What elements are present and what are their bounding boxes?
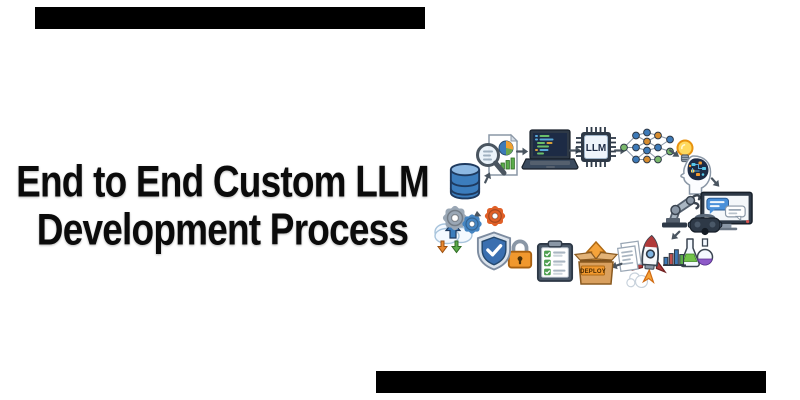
bottom-accent-bar — [376, 371, 766, 393]
vr-headset-icon — [687, 213, 723, 236]
deploy-label: DEPLOY — [580, 269, 606, 275]
documents-icon — [616, 240, 642, 273]
code-laptop-icon — [521, 129, 579, 170]
gear-blue-icon — [452, 204, 472, 224]
deploy-box-icon: DEPLOY — [573, 240, 619, 285]
neural-network-icon — [620, 128, 674, 164]
title-line-1: End to End Custom LLM — [16, 156, 430, 206]
robot-arm-icon — [662, 194, 701, 228]
shield-check-icon — [476, 231, 512, 271]
page-title: End to End Custom LLM Development Proces… — [15, 156, 430, 254]
llm-process-loop-diagram: LLM — [430, 108, 780, 298]
ai-head-icon — [680, 155, 712, 195]
checklist-clipboard-icon — [536, 240, 574, 282]
title-line-2: Development Process — [36, 204, 409, 254]
data-analysis-report-icon — [476, 133, 519, 176]
database-icon — [449, 163, 481, 200]
llm-chip-icon: LLM — [576, 127, 616, 167]
launch-rocket-icon — [626, 234, 667, 289]
evaluation-bar-chart-icon — [663, 249, 686, 266]
idea-bulb-icon — [676, 139, 694, 163]
top-accent-bar — [35, 7, 425, 29]
chip-label: LLM — [586, 143, 607, 154]
security-lock-icon — [507, 239, 533, 269]
